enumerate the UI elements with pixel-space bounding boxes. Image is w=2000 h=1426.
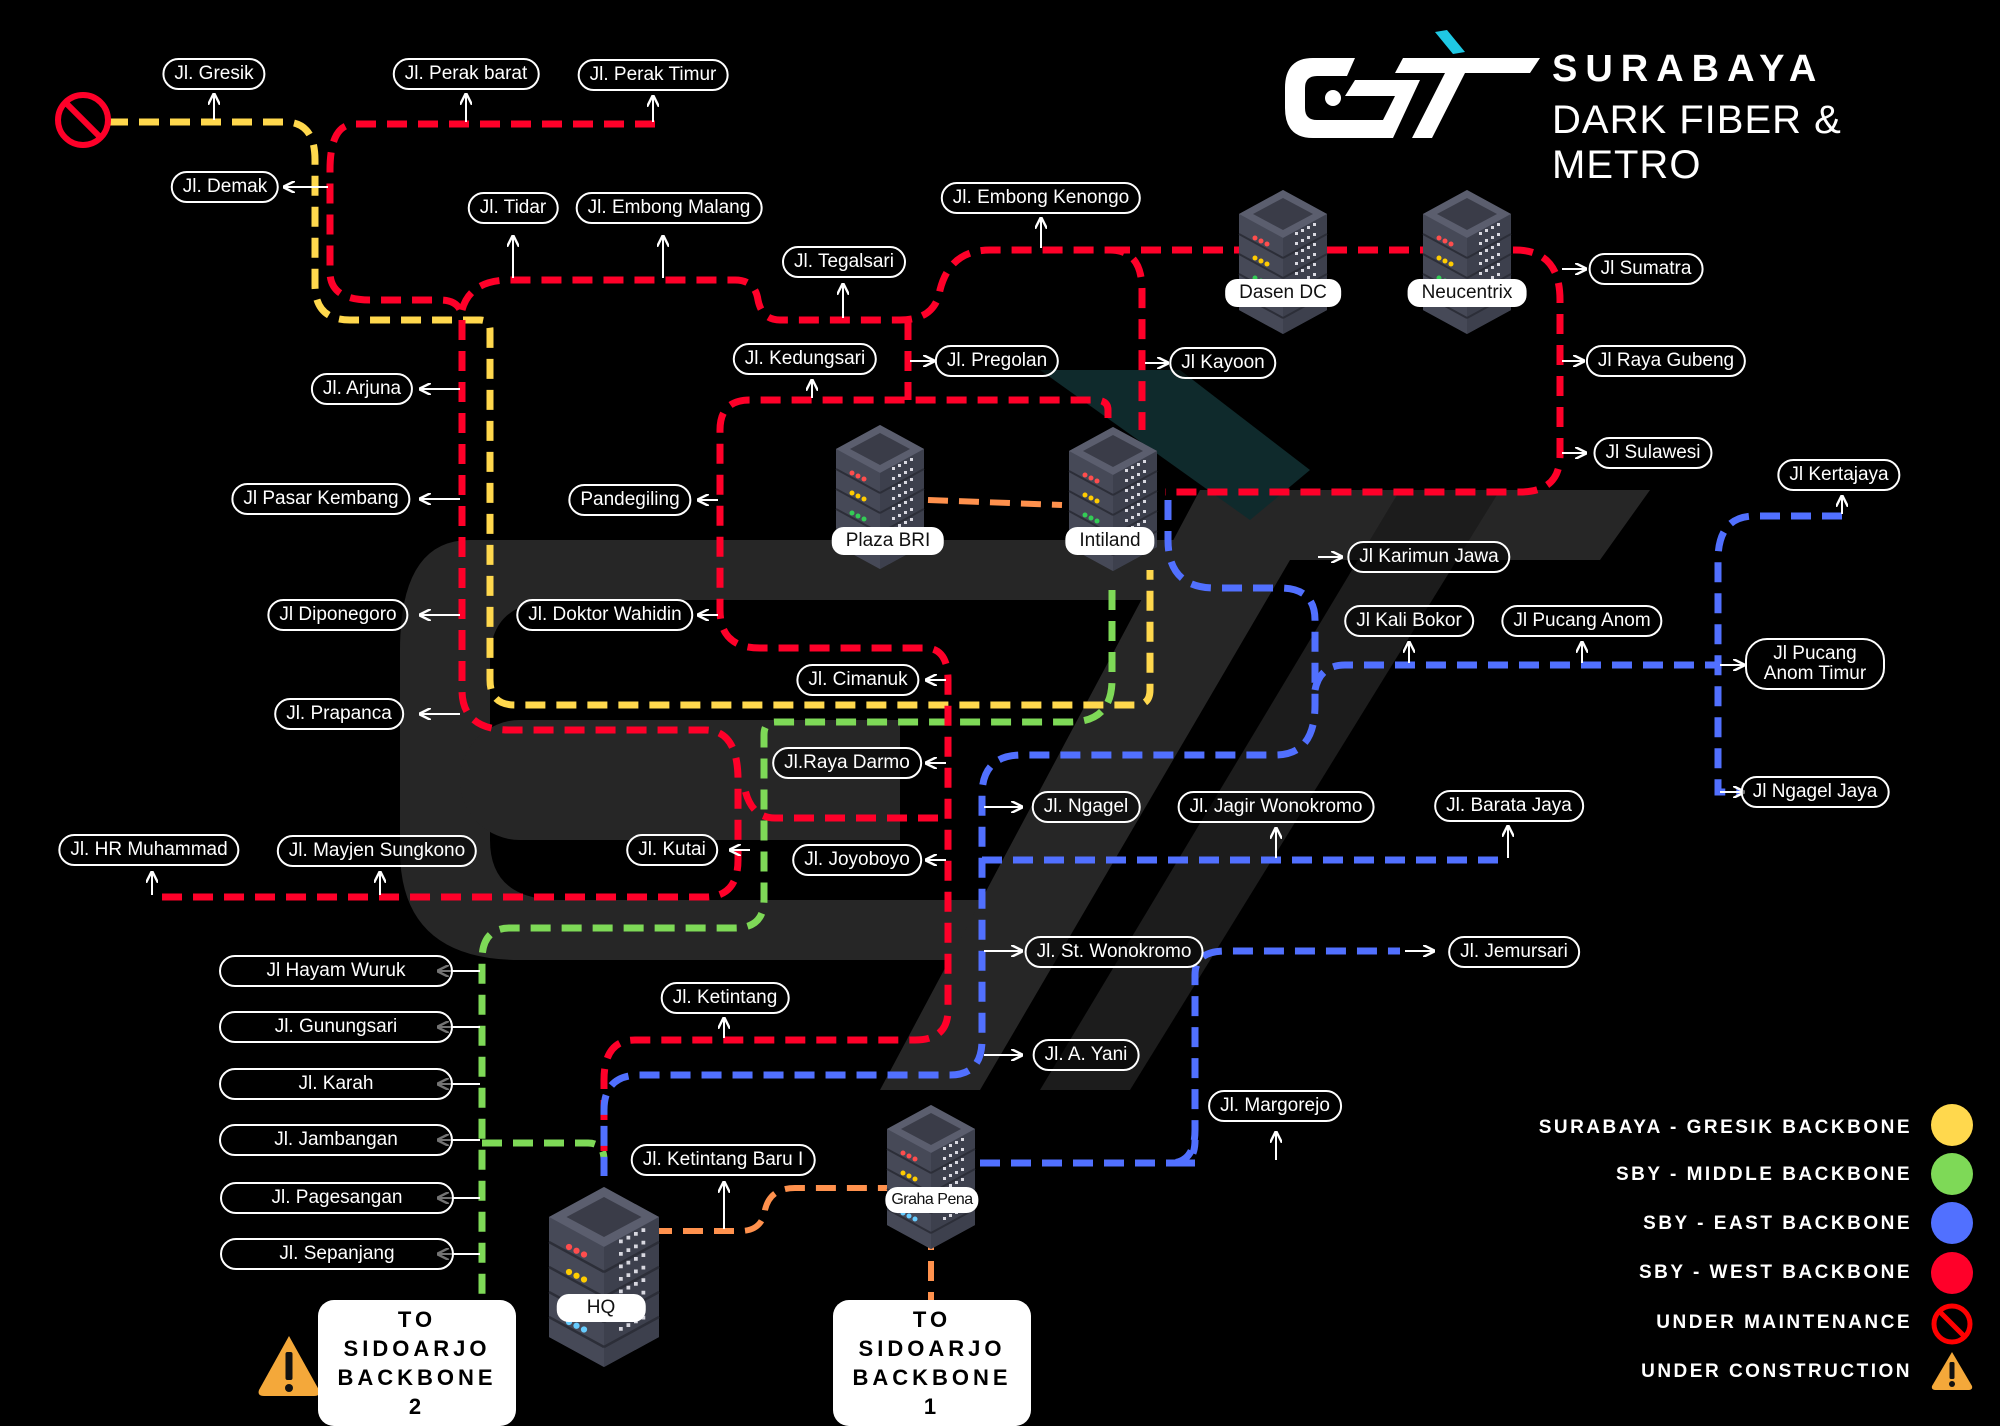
plaza-bri-intiland-link (927, 497, 1063, 508)
gresik-backbone-line (108, 118, 1154, 709)
server-label-neucentrix[interactable]: Neucentrix (1407, 279, 1527, 307)
east-backbone-pucang-branch (1311, 661, 1718, 691)
street-label-ngagel[interactable]: Jl. Ngagel (1031, 791, 1141, 823)
destination-line1: TO SIDOARJO (343, 1307, 491, 1361)
street-label-margorejo[interactable]: Jl. Margorejo (1208, 1090, 1342, 1122)
street-label-jambangan[interactable]: Jl. Jambangan (219, 1124, 453, 1156)
street-label-kedungsari[interactable]: Jl. Kedungsari (732, 343, 878, 375)
legend-label-west: SBY - WEST BACKBONE (1638, 1262, 1912, 1283)
street-label-raya-darmo[interactable]: Jl.Raya Darmo (772, 747, 922, 779)
server-label-plaza-bri[interactable]: Plaza BRI (831, 527, 945, 555)
street-label-pandegiling[interactable]: Pandegiling (568, 484, 692, 516)
street-label-kutai[interactable]: Jl. Kutai (626, 834, 718, 866)
street-label-gresik[interactable]: Jl. Gresik (162, 58, 266, 90)
street-label-perak-timur[interactable]: Jl. Perak Timur (577, 59, 729, 91)
street-label-demak[interactable]: Jl. Demak (170, 171, 280, 203)
legend-no-entry-icon (1931, 1303, 1973, 1345)
west-backbone-darmo-loop (741, 789, 938, 822)
server-label-hq[interactable]: HQ (556, 1294, 646, 1322)
street-label-arjuna[interactable]: Jl. Arjuna (310, 373, 414, 405)
street-label-sepanjang[interactable]: Jl. Sepanjang (220, 1238, 454, 1270)
street-label-prapanca[interactable]: Jl. Prapanca (274, 698, 404, 730)
street-label-pucang-anom-timur[interactable]: Jl Pucang Anom Timur (1745, 638, 1885, 690)
street-label-pasar-kembang[interactable]: Jl Pasar Kembang (231, 483, 411, 515)
street-label-cimanuk[interactable]: Jl. Cimanuk (796, 664, 920, 696)
street-label-pucang-anom[interactable]: Jl Pucang Anom (1501, 605, 1663, 637)
street-label-hayam-wuruk[interactable]: Jl Hayam Wuruk (219, 955, 453, 987)
map-title-subtitle: DARK FIBER & METRO (1552, 98, 1842, 187)
street-label-kertajaya[interactable]: Jl Kertajaya (1777, 459, 1901, 491)
destination-line2: BACKBONE 1 (852, 1365, 1012, 1419)
street-label-embong-malang[interactable]: Jl. Embong Malang (575, 192, 763, 224)
street-label-karimun-jawa[interactable]: Jl Karimun Jawa (1347, 541, 1511, 573)
street-label-doktor-wahidin[interactable]: Jl. Doktor Wahidin (516, 599, 694, 631)
legend-green-dot-icon (1931, 1153, 1973, 1195)
west-backbone-line-south (600, 396, 1112, 1176)
graha-pena-server-icon (886, 1104, 976, 1250)
map-title-city: SURABAYA (1552, 48, 1825, 90)
street-label-mayjen-sungkono[interactable]: Jl. Mayjen Sungkono (276, 835, 478, 867)
street-label-kali-bokor[interactable]: Jl Kali Bokor (1344, 605, 1474, 637)
legend-label-gresik: SURABAYA - GRESIK BACKBONE (1538, 1117, 1912, 1138)
street-label-embong-kenongo[interactable]: Jl. Embong Kenongo (940, 182, 1142, 214)
street-label-pregolan[interactable]: Jl. Pregolan (934, 345, 1060, 377)
dasen-dc-server-icon (1238, 189, 1328, 335)
street-label-barata-jaya[interactable]: Jl. Barata Jaya (1434, 790, 1584, 822)
destination-line2: BACKBONE 2 (337, 1365, 497, 1419)
gt-logo-icon (1285, 30, 1540, 138)
construction-warning-icon[interactable] (258, 1336, 320, 1396)
legend-yellow-dot-icon (1931, 1104, 1973, 1146)
server-label-graha-pena[interactable]: Graha Pena (885, 1187, 979, 1213)
east-backbone-jemursari-branch (1169, 947, 1400, 1167)
street-label-ketintang[interactable]: Jl. Ketintang (660, 982, 790, 1014)
destination-line1: TO SIDOARJO (858, 1307, 1006, 1361)
street-label-perak-barat[interactable]: Jl. Perak barat (392, 58, 540, 90)
middle-backbone-branch-hq (482, 1139, 608, 1176)
hq-graha-pena-link (652, 1185, 888, 1234)
street-label-karah[interactable]: Jl. Karah (219, 1068, 453, 1100)
street-label-jemursari[interactable]: Jl. Jemursari (1448, 936, 1580, 968)
street-label-kayoon[interactable]: Jl Kayoon (1169, 347, 1277, 379)
street-label-ngagel-jaya[interactable]: Jl Ngagel Jaya (1740, 776, 1890, 808)
watermark-logo (400, 370, 1650, 1090)
legend-label-east: SBY - EAST BACKBONE (1643, 1213, 1912, 1234)
legend-red-dot-icon (1931, 1252, 1973, 1294)
legend-label-construction: UNDER CONSTRUCTION (1641, 1361, 1912, 1382)
street-label-hr-muhammad[interactable]: Jl. HR Muhammad (58, 834, 240, 866)
street-label-gunungsari[interactable]: Jl. Gunungsari (219, 1011, 453, 1043)
legend-label-maintenance: UNDER MAINTENANCE (1656, 1312, 1912, 1333)
legend-warning-icon (1931, 1352, 1973, 1390)
street-label-diponegoro[interactable]: Jl Diponegoro (267, 599, 409, 631)
street-label-raya-gubeng[interactable]: Jl Raya Gubeng (1585, 345, 1747, 377)
west-backbone-line-north (152, 120, 742, 901)
server-label-dasen-dc[interactable]: Dasen DC (1225, 279, 1341, 307)
destination-sidoarjo-backbone-2[interactable]: TO SIDOARJO BACKBONE 2 (318, 1300, 516, 1426)
west-backbone-line-dc-ring (1110, 246, 1564, 496)
server-label-intiland[interactable]: Intiland (1065, 527, 1155, 555)
middle-backbone-line (478, 590, 1116, 1330)
legend-label-middle: SBY - MIDDLE BACKBONE (1616, 1164, 1912, 1185)
street-label-a-yani[interactable]: Jl. A. Yani (1032, 1039, 1140, 1071)
street-label-ketintang-baru[interactable]: Jl. Ketintang Baru I (630, 1144, 816, 1176)
street-label-tegalsari[interactable]: Jl. Tegalsari (782, 246, 906, 278)
street-label-tidar[interactable]: Jl. Tidar (467, 192, 559, 224)
east-backbone-graha-pena-link (980, 1139, 1199, 1167)
street-label-st-wonokromo[interactable]: Jl. St. Wonokromo (1024, 936, 1204, 968)
street-label-sulawesi[interactable]: Jl Sulawesi (1593, 437, 1713, 469)
street-connectors (152, 94, 1842, 1254)
hq-server-icon (547, 1185, 661, 1369)
street-label-jagir-wonokromo[interactable]: Jl. Jagir Wonokromo (1177, 791, 1375, 823)
street-label-sumatra[interactable]: Jl Sumatra (1588, 253, 1704, 285)
street-label-joyoboyo[interactable]: Jl. Joyoboyo (792, 844, 922, 876)
maintenance-icon[interactable] (55, 92, 111, 148)
neucentrix-server-icon (1422, 189, 1512, 335)
street-label-pagesangan[interactable]: Jl. Pagesangan (220, 1182, 454, 1214)
destination-sidoarjo-backbone-1[interactable]: TO SIDOARJO BACKBONE 1 (833, 1300, 1031, 1426)
legend-blue-dot-icon (1931, 1202, 1973, 1244)
